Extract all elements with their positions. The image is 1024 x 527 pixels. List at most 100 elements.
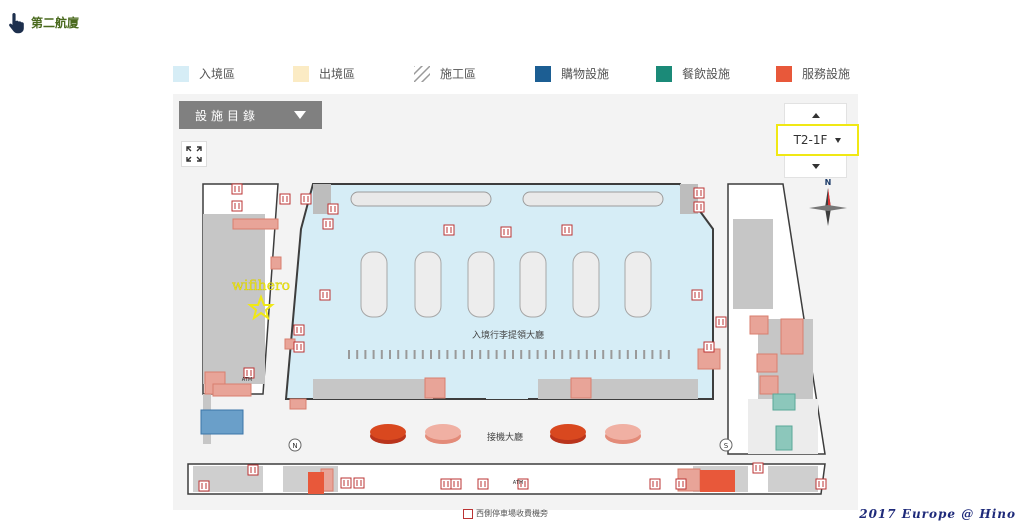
shopping-facility[interactable] bbox=[200, 409, 244, 435]
facility-poi-icon[interactable] bbox=[279, 193, 291, 205]
customs-counter bbox=[544, 350, 547, 359]
baggage-carousel[interactable] bbox=[519, 251, 547, 318]
facility-poi-icon[interactable] bbox=[353, 477, 365, 489]
facility-poi-icon[interactable] bbox=[231, 200, 243, 212]
facility-category-dropdown[interactable]: 設施目錄 bbox=[179, 101, 322, 129]
legend-shopping: 購物設施 bbox=[535, 64, 609, 84]
facility-poi-icon[interactable] bbox=[649, 478, 661, 490]
service-facility[interactable] bbox=[749, 315, 769, 335]
customs-counter bbox=[372, 350, 375, 359]
facility-poi-icon[interactable] bbox=[703, 341, 715, 353]
facility-poi-icon[interactable] bbox=[243, 367, 255, 379]
facility-poi-icon[interactable] bbox=[693, 187, 705, 199]
service-facility[interactable] bbox=[570, 377, 592, 399]
customs-counter bbox=[635, 350, 637, 359]
service-facility-primary[interactable] bbox=[700, 470, 735, 492]
facility-poi-icon[interactable] bbox=[561, 224, 573, 236]
customs-counter bbox=[577, 350, 580, 359]
floor-select[interactable]: T2-1F bbox=[776, 124, 859, 156]
facility-poi-icon[interactable] bbox=[477, 478, 489, 490]
customs-counter bbox=[512, 350, 514, 359]
west-gray-block bbox=[203, 214, 265, 384]
wifihero-annotation: wifihero bbox=[232, 278, 290, 294]
facility-poi-icon[interactable] bbox=[440, 478, 452, 490]
baggage-carousel[interactable] bbox=[572, 251, 600, 318]
legend-service: 服務設施 bbox=[776, 64, 850, 84]
floor-down-button[interactable] bbox=[785, 158, 846, 174]
customs-counter bbox=[626, 350, 629, 359]
service-facility-primary[interactable] bbox=[308, 472, 324, 494]
facility-poi-icon[interactable] bbox=[327, 203, 339, 215]
facility-poi-icon[interactable] bbox=[293, 341, 305, 353]
facility-poi-icon[interactable] bbox=[198, 480, 210, 492]
lobby-label: 接機大廳 bbox=[487, 431, 523, 443]
baggage-carousel[interactable] bbox=[624, 251, 652, 318]
baggage-carousel[interactable] bbox=[360, 251, 388, 318]
svg-text:N: N bbox=[825, 178, 832, 187]
customs-counter bbox=[389, 350, 391, 359]
customs-counter bbox=[659, 350, 662, 359]
s-marker[interactable]: S bbox=[719, 438, 733, 452]
customs-counter bbox=[421, 350, 424, 359]
customs-counter bbox=[585, 350, 588, 359]
facility-poi-icon[interactable] bbox=[752, 462, 764, 474]
baggage-carousel[interactable] bbox=[414, 251, 442, 318]
facility-poi-icon[interactable] bbox=[293, 324, 305, 336]
facility-poi-icon[interactable] bbox=[340, 477, 352, 489]
facility-poi-icon[interactable] bbox=[300, 193, 312, 205]
round-counter-light[interactable] bbox=[425, 424, 461, 440]
facility-poi-icon[interactable] bbox=[693, 201, 705, 213]
terminal-title[interactable]: 第二航廈 bbox=[31, 16, 80, 30]
facility-poi-icon[interactable] bbox=[815, 478, 827, 490]
customs-counter bbox=[348, 350, 350, 359]
legend-label: 購物設施 bbox=[561, 67, 610, 81]
compass-icon: N bbox=[809, 178, 847, 226]
facility-poi-icon[interactable] bbox=[443, 224, 455, 236]
baggage-belt-long[interactable] bbox=[522, 191, 664, 207]
facility-poi-icon[interactable] bbox=[231, 183, 243, 195]
facility-poi-icon[interactable] bbox=[517, 478, 529, 490]
facility-poi-icon[interactable] bbox=[319, 289, 331, 301]
round-counter-light[interactable] bbox=[605, 424, 641, 440]
customs-counter bbox=[569, 350, 572, 359]
facility-poi-icon[interactable] bbox=[247, 464, 259, 476]
service-facility[interactable] bbox=[212, 383, 252, 397]
terminal-floor-map[interactable]: 入境行李提領大廳 bbox=[173, 94, 858, 510]
customs-counter bbox=[454, 350, 457, 359]
legend-label: 入境區 bbox=[199, 67, 236, 81]
service-facility[interactable] bbox=[780, 318, 804, 355]
facility-poi-icon[interactable] bbox=[715, 316, 727, 328]
map-panel[interactable]: 入境行李提領大廳 bbox=[173, 94, 859, 510]
service-facility[interactable] bbox=[759, 375, 779, 395]
facility-poi-icon[interactable] bbox=[675, 478, 687, 490]
east-gray-block bbox=[733, 219, 773, 309]
n-marker[interactable]: N bbox=[288, 438, 302, 452]
hatch-swatch-icon bbox=[414, 66, 430, 82]
customs-counter bbox=[503, 350, 506, 359]
facility-poi-icon[interactable] bbox=[500, 226, 512, 238]
customs-counter bbox=[602, 350, 605, 359]
dining-facility[interactable] bbox=[772, 393, 796, 411]
service-facility[interactable] bbox=[289, 398, 307, 410]
legend-construction: 施工區 bbox=[414, 64, 476, 84]
customs-counter bbox=[618, 350, 621, 359]
fullscreen-button[interactable] bbox=[181, 141, 207, 167]
hall-exit[interactable] bbox=[486, 377, 528, 399]
facility-poi-icon[interactable] bbox=[450, 478, 462, 490]
service-facility[interactable] bbox=[756, 353, 778, 373]
facility-poi-icon[interactable] bbox=[691, 289, 703, 301]
baggage-belt-long[interactable] bbox=[350, 191, 492, 207]
baggage-carousel[interactable] bbox=[467, 251, 495, 318]
bottom-note-text: 西側停車場收費機旁 bbox=[476, 509, 548, 518]
dining-facility[interactable] bbox=[775, 425, 793, 451]
round-counter-dark[interactable] bbox=[370, 424, 406, 440]
customs-counter bbox=[364, 350, 367, 359]
service-facility[interactable] bbox=[424, 377, 446, 399]
customs-counter bbox=[380, 350, 383, 359]
round-counter-dark[interactable] bbox=[550, 424, 586, 440]
service-facility[interactable] bbox=[232, 218, 279, 230]
floor-up-button[interactable] bbox=[785, 107, 846, 123]
legend-label: 出境區 bbox=[319, 67, 356, 81]
facility-poi-icon[interactable] bbox=[322, 218, 334, 230]
service-facility[interactable] bbox=[270, 256, 282, 270]
